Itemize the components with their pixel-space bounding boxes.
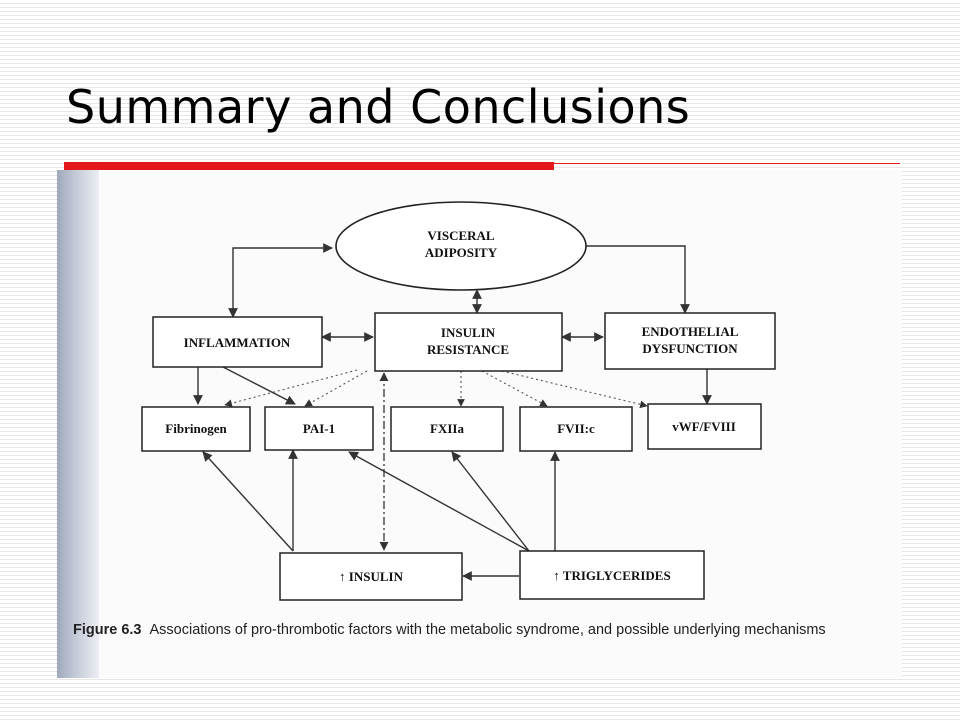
node-inflammation: INFLAMMATION — [152, 316, 323, 368]
book-gutter-shadow — [57, 170, 99, 678]
inflammation-label: INFLAMMATION — [184, 335, 291, 350]
node-insulin-resistance: INSULIN RESISTANCE — [374, 312, 563, 372]
edge-adiposity-endothelial — [585, 245, 690, 314]
slide-title: Summary and Conclusions — [66, 80, 691, 134]
edge-triglycerides-fxiia — [451, 451, 530, 552]
node-endothelial-dysfunction: ENDOTHELIAL DYSFUNCTION — [604, 312, 776, 370]
node-triglycerides: ↑ TRIGLYCERIDES — [519, 550, 705, 600]
visceral-adiposity-line2: ADIPOSITY — [425, 245, 498, 260]
triglycerides-label: ↑ TRIGLYCERIDES — [553, 568, 670, 583]
node-fviic: FVII:c — [519, 406, 633, 452]
edge-ir-fibrinogen-dotted — [224, 369, 358, 407]
fviic-label: FVII:c — [557, 421, 595, 436]
node-fibrinogen: Fibrinogen — [141, 406, 251, 452]
endothelial-dysfunction-line1: ENDOTHELIAL — [642, 324, 739, 339]
edge-insulin-fibrinogen — [202, 451, 294, 552]
pai1-label: PAI-1 — [303, 421, 335, 436]
title-underline — [64, 162, 554, 170]
edge-adiposity-inflammation — [228, 243, 333, 318]
fibrinogen-label: Fibrinogen — [165, 421, 227, 436]
flow-diagram: VISCERAL ADIPOSITY INFLAMMATION INSULIN … — [141, 201, 776, 601]
figure-caption: Figure 6.3 Associations of pro-thrombotic… — [73, 620, 893, 640]
visceral-adiposity-line1: VISCERAL — [427, 228, 495, 243]
edge-ir-pai1-dotted — [304, 370, 368, 407]
insulin-resistance-line1: INSULIN — [441, 325, 496, 340]
figure-caption-text: Associations of pro-thrombotic factors w… — [149, 622, 826, 638]
node-vwf-fviii: vWF/FVIII — [647, 403, 762, 450]
edge-ir-vwf-dotted — [501, 370, 648, 409]
node-insulin: ↑ INSULIN — [279, 552, 463, 601]
node-pai1: PAI-1 — [264, 406, 374, 451]
node-fxiia: FXIIa — [390, 406, 504, 452]
insulin-resistance-line2: RESISTANCE — [427, 342, 509, 357]
figure-number: Figure 6.3 — [73, 622, 142, 638]
vwf-fviii-label: vWF/FVIII — [672, 419, 736, 434]
node-visceral-adiposity: VISCERAL ADIPOSITY — [335, 201, 587, 291]
title-rule-extension — [554, 163, 900, 164]
fxiia-label: FXIIa — [430, 421, 464, 436]
edge-ir-fviic-dotted — [481, 370, 548, 407]
edge-triglycerides-pai1 — [348, 451, 530, 552]
edge-inflammation-pai1 — [222, 366, 296, 405]
endothelial-dysfunction-line2: DYSFUNCTION — [642, 341, 738, 356]
insulin-label: ↑ INSULIN — [339, 569, 404, 584]
scanned-figure: VISCERAL ADIPOSITY INFLAMMATION INSULIN … — [57, 170, 902, 678]
